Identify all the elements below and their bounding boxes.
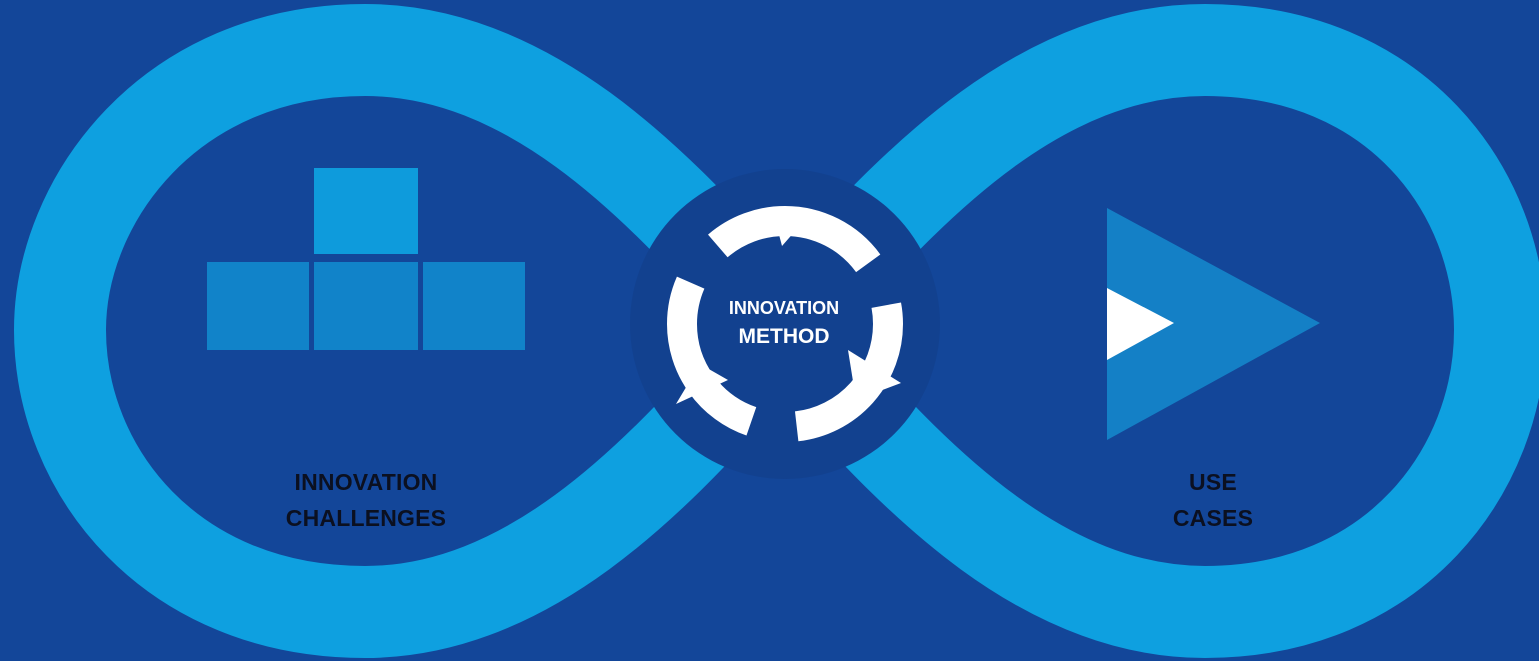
building-blocks-icon: [207, 168, 525, 350]
center-label-line1: INNOVATION: [728, 298, 840, 318]
use-cases-label: USE CASES: [1063, 464, 1363, 536]
play-icon: [1107, 208, 1320, 440]
center-label-line2: METHOD: [738, 325, 830, 348]
right-label-line2: CASES: [1172, 505, 1254, 531]
left-label-line2: CHALLENGES: [285, 505, 447, 531]
right-label-line1: USE: [1189, 469, 1237, 495]
innovation-challenges-label: INNOVATION CHALLENGES: [216, 464, 516, 536]
cycle-arrows-icon: [667, 206, 903, 442]
left-label-line1: INNOVATION: [294, 469, 438, 495]
innovation-method-label: INNOVATION METHOD: [684, 294, 884, 352]
